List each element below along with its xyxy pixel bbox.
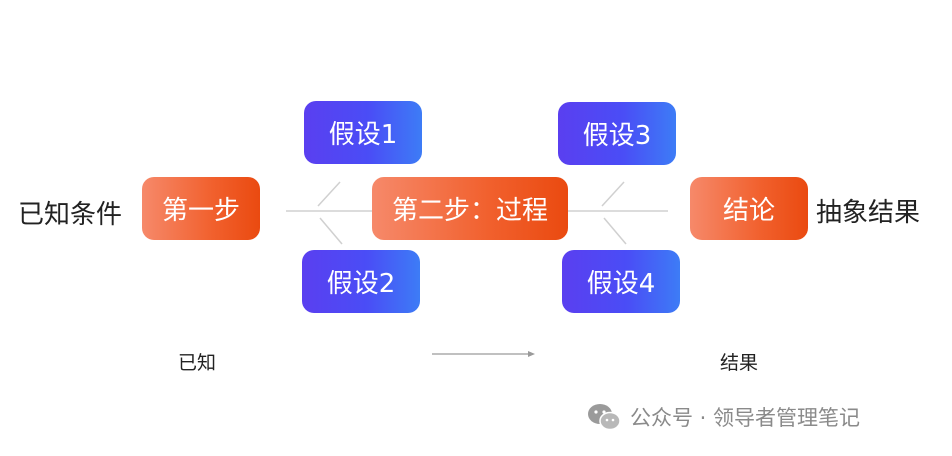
left-label: 已知条件 xyxy=(18,200,123,230)
tick-right-upper xyxy=(601,181,625,207)
hypothesis2-node: 假设2 xyxy=(302,250,420,313)
hypothesis1-node: 假设1 xyxy=(304,101,422,164)
bottom-arrow-head xyxy=(528,351,535,357)
tick-left-upper xyxy=(317,181,341,207)
watermark: 公众号 · 领导者管理笔记 xyxy=(586,402,860,432)
hypothesis3-node: 假设3 xyxy=(558,102,676,165)
right-label: 抽象结果 xyxy=(816,198,921,228)
step2-node: 第二步：过程 xyxy=(372,177,568,240)
conclusion-node: 结论 xyxy=(690,177,808,240)
bottom-known-label: 已知 xyxy=(178,352,217,374)
watermark-text: 公众号 · 领导者管理笔记 xyxy=(630,406,861,430)
tick-left-lower xyxy=(319,217,343,245)
step1-node: 第一步 xyxy=(142,177,260,240)
hypothesis4-node: 假设4 xyxy=(562,250,680,313)
bottom-result-label: 结果 xyxy=(720,352,759,374)
wechat-icon xyxy=(588,404,621,431)
tick-right-lower xyxy=(603,217,627,245)
